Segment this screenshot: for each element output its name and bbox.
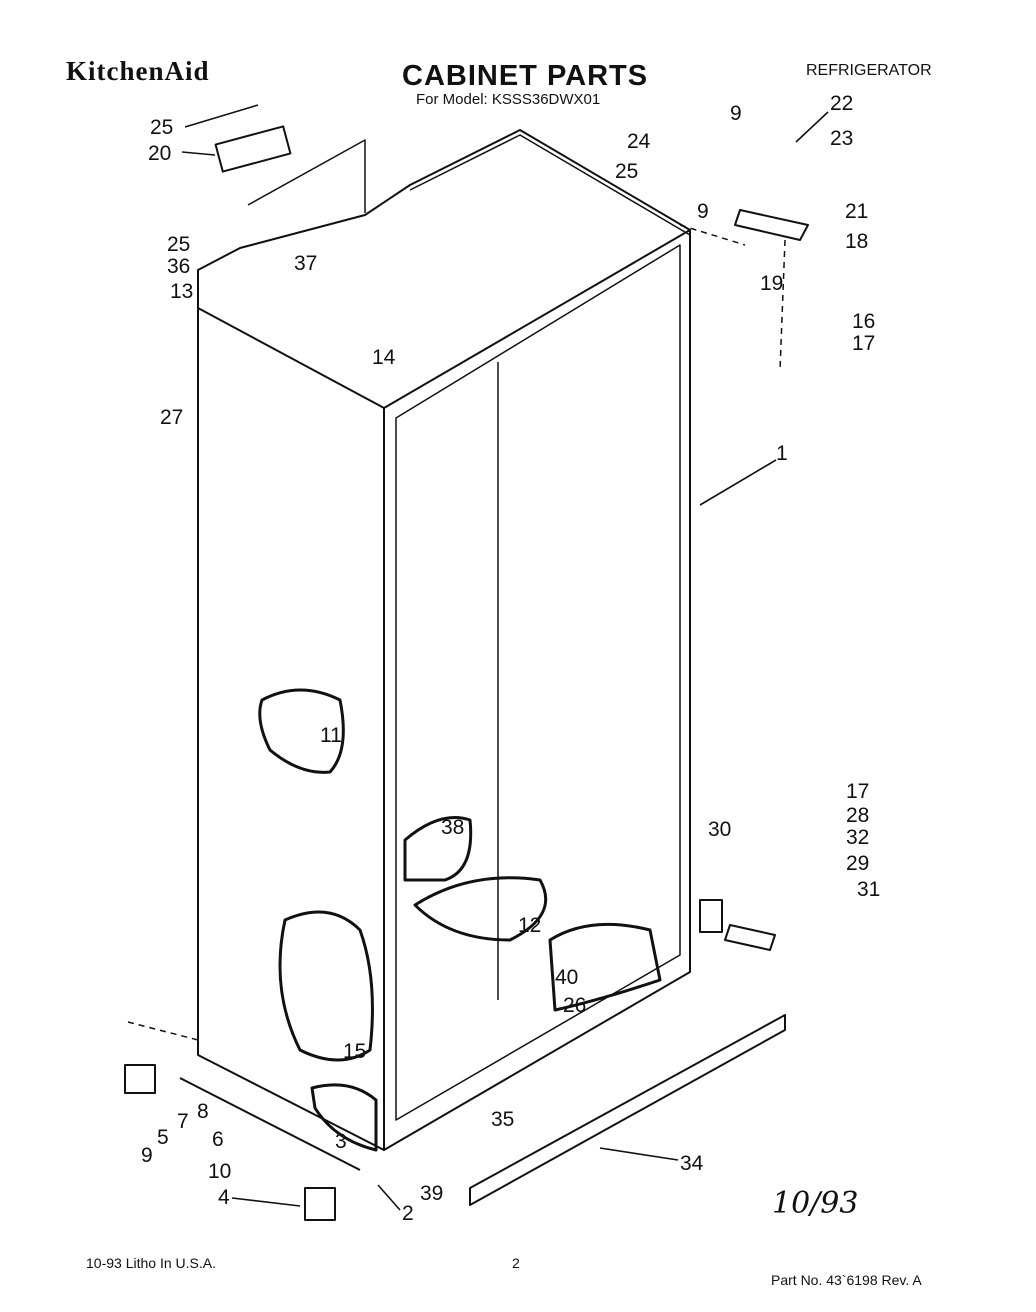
callout-17-bottom: 17: [846, 780, 869, 803]
leader-34: [599, 1147, 679, 1161]
callout-8: 8: [197, 1100, 209, 1123]
rod-6: [179, 1077, 361, 1171]
dashed-guide-left: [127, 1021, 199, 1041]
base-grille: [469, 1014, 786, 1206]
cabinet-outline: [197, 129, 691, 409]
callout-14: 14: [372, 346, 396, 369]
callout-30: 30: [708, 818, 731, 841]
callout-13: 13: [170, 280, 193, 303]
callout-25-right: 25: [615, 160, 638, 183]
footer-litho: 10-93 Litho In U.S.A.: [86, 1255, 216, 1271]
callout-7: 7: [177, 1110, 189, 1133]
leader-2: [377, 1184, 401, 1211]
callout-32: 32: [846, 826, 869, 849]
leveling-leg-5: [124, 1064, 156, 1094]
callout-28: 28: [846, 804, 869, 827]
callout-26: 26: [563, 994, 586, 1017]
leader-22: [795, 111, 829, 143]
callout-4: 4: [218, 1186, 230, 1209]
callout-23: 23: [830, 127, 853, 150]
callout-15: 15: [343, 1040, 366, 1063]
bottom-hinge-bracket: [724, 924, 776, 951]
callout-20: 20: [148, 142, 171, 165]
callout-37: 37: [294, 252, 317, 275]
callout-16: 16: [852, 310, 875, 333]
callout-40: 40: [555, 966, 578, 989]
insulation-cutaway-3: [310, 1083, 378, 1152]
callout-9-mid: 9: [697, 200, 709, 223]
callout-19: 19: [760, 272, 783, 295]
callout-27: 27: [160, 406, 183, 429]
callout-31: 31: [857, 878, 880, 901]
cabinet-front-frame: [383, 230, 691, 1151]
callout-11: 11: [320, 724, 342, 747]
callout-2: 2: [402, 1202, 414, 1225]
dashed-guide-hinge: [679, 224, 746, 246]
callout-38: 38: [441, 816, 464, 839]
callout-18: 18: [845, 230, 868, 253]
insulation-cutaway-38: [403, 816, 473, 882]
insulation-cutaway-11: [258, 688, 345, 774]
footer-page-number: 2: [512, 1255, 520, 1271]
callout-10: 10: [208, 1160, 231, 1183]
model-subtitle: For Model: KSSS36DWX01: [416, 91, 601, 108]
cabinet-inner-opening: [395, 244, 681, 1121]
roller-assembly-4: [304, 1187, 336, 1221]
top-cover-20: [214, 125, 292, 173]
callout-5: 5: [157, 1126, 169, 1149]
insulation-cutaway-26: [548, 922, 662, 1012]
callout-22: 22: [830, 92, 853, 115]
bracket-30: [699, 899, 723, 933]
callout-25-top: 25: [150, 116, 173, 139]
leader-4: [231, 1197, 301, 1207]
callout-25-left: 25: [167, 233, 190, 256]
top-panel-edge: [409, 134, 691, 236]
callout-12: 12: [518, 914, 541, 937]
callout-17-top: 17: [852, 332, 875, 355]
callout-24: 24: [627, 130, 651, 153]
callout-29: 29: [846, 852, 869, 875]
callout-9-bottom: 9: [141, 1144, 153, 1167]
leader-25a: [184, 104, 259, 128]
callout-36: 36: [167, 255, 190, 278]
page-title: CABINET PARTS: [402, 60, 649, 92]
callout-1: 1: [776, 442, 788, 465]
handwritten-date-note: 10/93: [772, 1186, 859, 1221]
callout-34: 34: [680, 1152, 704, 1175]
callout-21: 21: [845, 200, 868, 223]
cabinet-left-side: [197, 308, 385, 1151]
top-hinge-bracket: [734, 209, 809, 241]
footer-part-number: Part No. 43`6198 Rev. A: [771, 1272, 922, 1288]
callout-35: 35: [491, 1108, 514, 1131]
insulation-cutaway-15: [278, 910, 374, 1062]
callout-6: 6: [212, 1128, 224, 1151]
callout-9-top: 9: [730, 102, 742, 125]
leader-1: [699, 459, 777, 506]
callout-3: 3: [335, 1130, 347, 1153]
leader-20: [181, 151, 216, 156]
back-panel: [247, 139, 366, 213]
callout-39: 39: [420, 1182, 443, 1205]
insulation-cutaway-12: [413, 876, 548, 942]
brand-logo: KitchenAid: [66, 56, 210, 86]
product-type: REFRIGERATOR: [806, 62, 932, 79]
dashed-guide-hinge-axis: [779, 239, 786, 371]
